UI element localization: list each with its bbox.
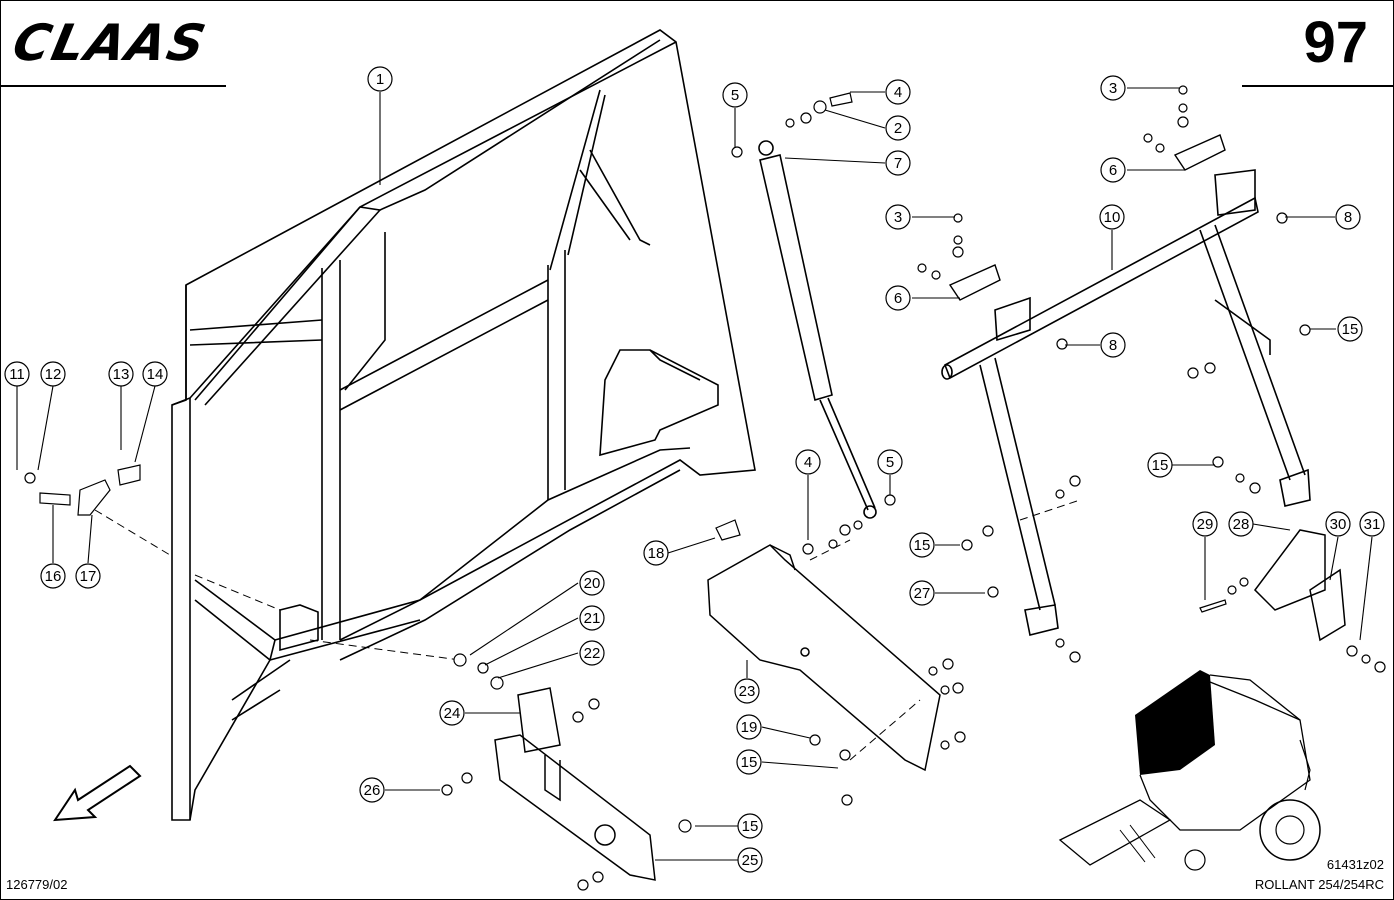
svg-text:23: 23 (739, 683, 756, 700)
svg-text:21: 21 (584, 610, 601, 627)
page-number: 97 (1303, 10, 1368, 75)
callout-13: 13 (108, 361, 134, 387)
callout-12: 12 (40, 361, 66, 387)
callout-4a: 4 (885, 79, 911, 105)
callout-18: 18 (643, 540, 669, 566)
svg-text:24: 24 (444, 705, 461, 722)
fasteners (24, 85, 1386, 891)
callout-3a: 3 (1100, 75, 1126, 101)
svg-text:12: 12 (45, 366, 62, 383)
callout-15d: 15 (736, 749, 762, 775)
bracket-25 (494, 687, 656, 881)
callout-19: 19 (736, 714, 762, 740)
support-frame (941, 169, 1311, 636)
svg-text:2: 2 (894, 120, 902, 137)
callout-15a: 15 (1337, 316, 1363, 342)
svg-text:8: 8 (1109, 337, 1117, 354)
svg-text:20: 20 (584, 575, 601, 592)
svg-text:3: 3 (894, 209, 902, 226)
svg-text:3: 3 (1109, 80, 1117, 97)
svg-text:10: 10 (1104, 209, 1121, 226)
svg-text:6: 6 (1109, 162, 1117, 179)
model-name: ROLLANT 254/254RC (1254, 877, 1384, 892)
svg-text:30: 30 (1330, 516, 1347, 533)
callout-16: 16 (40, 563, 66, 589)
callout-labels: 1 2 3 3 4 4 5 5 6 6 7 8 8 10 11 12 13 14… (4, 66, 1385, 873)
baler-overview-illustration (1058, 670, 1321, 871)
svg-text:29: 29 (1197, 516, 1214, 533)
svg-text:25: 25 (742, 852, 759, 869)
callout-17: 17 (75, 563, 101, 589)
callout-28: 28 (1228, 511, 1254, 537)
gas-strut (758, 140, 877, 519)
callout-15e: 15 (737, 813, 763, 839)
callout-6a: 6 (1100, 157, 1126, 183)
callout-4b: 4 (795, 449, 821, 475)
callout-30: 30 (1325, 511, 1351, 537)
bracket-28 (1254, 529, 1346, 642)
svg-text:13: 13 (113, 366, 130, 383)
svg-text:27: 27 (914, 585, 931, 602)
svg-text:28: 28 (1233, 516, 1250, 533)
callout-14: 14 (142, 361, 168, 387)
svg-text:15: 15 (1152, 457, 1169, 474)
callout-22: 22 (579, 640, 605, 666)
callout-6b: 6 (885, 285, 911, 311)
svg-text:5: 5 (886, 454, 894, 471)
svg-text:19: 19 (741, 719, 758, 736)
callout-1: 1 (367, 66, 393, 92)
callout-27: 27 (909, 580, 935, 606)
callout-15c: 15 (909, 532, 935, 558)
svg-text:15: 15 (914, 537, 931, 554)
direction-arrow (53, 764, 142, 822)
main-frame-drawing (171, 29, 756, 821)
callout-15b: 15 (1147, 452, 1173, 478)
callout-7: 7 (885, 150, 911, 176)
hinges (948, 134, 1226, 301)
callout-3b: 3 (885, 204, 911, 230)
svg-text:4: 4 (894, 84, 902, 101)
svg-text:11: 11 (9, 366, 25, 383)
callout-2: 2 (885, 115, 911, 141)
callout-11: 11 (4, 361, 30, 387)
svg-text:17: 17 (80, 568, 97, 585)
figure-code: 61431z02 (1326, 857, 1384, 872)
svg-text:5: 5 (731, 87, 739, 104)
svg-text:26: 26 (364, 782, 381, 799)
callout-25: 25 (737, 847, 763, 873)
callout-24: 24 (439, 700, 465, 726)
svg-text:15: 15 (742, 818, 759, 835)
callout-8b: 8 (1100, 332, 1126, 358)
callout-29: 29 (1192, 511, 1218, 537)
svg-text:6: 6 (894, 290, 902, 307)
callout-10: 10 (1099, 204, 1125, 230)
svg-text:4: 4 (804, 454, 812, 471)
assembly-lines (94, 499, 1081, 761)
document-id: 126779/02 (6, 877, 68, 892)
svg-text:1: 1 (376, 71, 384, 88)
callout-31: 31 (1359, 511, 1385, 537)
bracket-23 (707, 544, 941, 772)
callout-23: 23 (734, 678, 760, 704)
callout-20: 20 (579, 570, 605, 596)
svg-text:31: 31 (1364, 516, 1381, 533)
svg-text:15: 15 (741, 754, 758, 771)
svg-text:18: 18 (648, 545, 665, 562)
callout-21: 21 (579, 605, 605, 631)
svg-text:15: 15 (1342, 321, 1359, 338)
svg-text:8: 8 (1344, 209, 1352, 226)
svg-text:22: 22 (584, 645, 601, 662)
callout-26: 26 (359, 777, 385, 803)
callout-5b: 5 (877, 449, 903, 475)
svg-text:16: 16 (45, 568, 62, 585)
callout-5a: 5 (722, 82, 748, 108)
svg-text:14: 14 (147, 366, 164, 383)
callout-8a: 8 (1335, 204, 1361, 230)
callout-leaders (16, 87, 1373, 861)
svg-text:7: 7 (894, 155, 902, 172)
